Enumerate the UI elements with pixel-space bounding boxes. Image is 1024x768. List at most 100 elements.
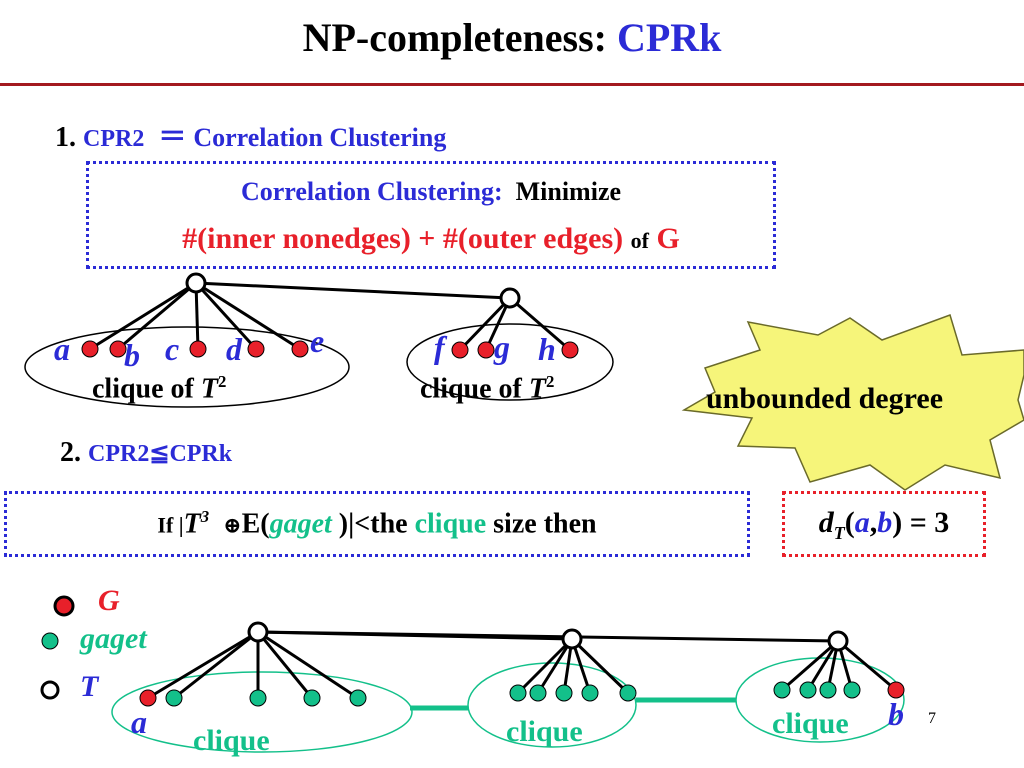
condition-e-open: E( — [241, 508, 270, 540]
distance-sub: T — [833, 523, 845, 543]
gaget-leaf — [843, 681, 861, 699]
gaget-clique-label-3: clique — [772, 707, 849, 740]
leaf-d — [247, 340, 265, 358]
label-d: d — [226, 331, 243, 367]
definition-box — [86, 161, 776, 269]
label-a: a — [54, 331, 70, 367]
distance-text: dT(a,b) = 3 — [782, 506, 986, 544]
distance-d: d — [818, 506, 834, 539]
label-g: g — [493, 329, 510, 365]
gaget-leaf — [619, 684, 637, 702]
gaget-clique-ellipse-2 — [467, 662, 637, 748]
gaget-leaf — [555, 684, 573, 702]
gaget-clique-label-2: clique — [506, 715, 583, 748]
legend-g-dot — [53, 595, 75, 617]
gaget-leaf — [581, 684, 599, 702]
leaf-h — [561, 341, 579, 359]
callout-text: unbounded degree — [706, 382, 944, 415]
gaget-leaf — [509, 684, 527, 702]
section-1-right: Correlation Clustering — [193, 123, 447, 152]
condition-size-then: size then — [486, 508, 597, 540]
distance-b: b — [877, 506, 893, 539]
condition-text: If |T3 ⊕E(gaget )|<the clique size then — [4, 507, 750, 540]
tree-2-label-b: b — [888, 696, 904, 732]
section-1-relation: ＝ — [158, 122, 187, 153]
gaget-leaf — [249, 689, 267, 707]
clique-label-left: clique of T2 — [92, 372, 226, 405]
section-2-number: 2. — [60, 437, 81, 468]
gaget-leaf — [529, 684, 547, 702]
page-number: 7 — [928, 710, 936, 727]
gaget-leaf — [773, 681, 791, 699]
legend-gaget-dot — [41, 632, 59, 650]
slide-title: NP-completeness: CPRk — [0, 14, 1024, 61]
clique-label-right-var: T — [528, 373, 546, 405]
tree-2-root — [247, 621, 269, 643]
clique-label-left-sup: 2 — [218, 372, 227, 391]
title-divider — [0, 83, 1024, 86]
definition-graph: G — [656, 222, 680, 255]
gaget-leaf — [303, 689, 321, 707]
section-1-heading: 1. CPR2 ＝ Correlation Clustering — [55, 115, 446, 155]
tree-2-leaf-b — [887, 681, 905, 699]
leaf-e — [291, 340, 309, 358]
leaf-c — [189, 340, 207, 358]
definition-objective: #(inner nonedges) + #(outer edges) — [182, 222, 624, 255]
condition-box — [4, 491, 750, 557]
section-2-left: CPR2 — [88, 441, 150, 467]
title-accent: CPRk — [616, 15, 722, 60]
clique-label-right-prefix: clique of — [420, 373, 529, 405]
section-2-heading: 2. CPR2≦CPRk — [60, 437, 232, 469]
gaget-clique-label-1: clique — [193, 724, 270, 757]
gaget-clique-ellipse-1 — [111, 671, 413, 753]
label-f: f — [434, 329, 448, 365]
condition-if: If | — [157, 512, 184, 538]
definition-of: of — [630, 228, 649, 253]
condition-t: T — [183, 508, 201, 540]
definition-line-1: Correlation Clustering: Minimize — [86, 177, 776, 207]
legend-t-dot — [40, 680, 60, 700]
section-1-left: CPR2 — [83, 126, 145, 152]
tree-1-edges — [89, 281, 571, 352]
gaget-leaf — [165, 689, 183, 707]
tree-2-label-a: a — [131, 704, 147, 740]
condition-sup: 3 — [200, 507, 210, 526]
tree-2-internal-node-1 — [561, 628, 583, 650]
section-2-right: CPRk — [169, 441, 233, 467]
label-b: b — [124, 337, 140, 373]
condition-the: the — [370, 508, 415, 540]
legend-gaget-label: gaget — [80, 622, 147, 655]
gaget-leaf — [349, 689, 367, 707]
clique-label-right-sup: 2 — [546, 372, 555, 391]
distance-comma: , — [869, 506, 878, 539]
clique-label-right: clique of T2 — [420, 372, 554, 405]
definition-line-2: #(inner nonedges) + #(outer edges) of G — [86, 222, 776, 256]
gaget-leaf — [799, 681, 817, 699]
condition-lt: < — [354, 508, 371, 540]
leaf-b — [109, 340, 127, 358]
section-1-number: 1. — [55, 122, 76, 153]
condition-clique: clique — [414, 508, 487, 540]
distance-box — [782, 491, 986, 557]
definition-verb: Minimize — [515, 177, 622, 206]
distance-close-eq: ) = 3 — [892, 506, 950, 539]
tree-2-internal-node-2 — [827, 630, 849, 652]
tree-2-leaf-a — [139, 689, 157, 707]
leaf-f — [451, 341, 469, 359]
legend-t-label: T — [80, 670, 99, 703]
gaget-leaf — [819, 681, 837, 699]
distance-open: ( — [844, 506, 855, 539]
definition-label: Correlation Clustering: — [240, 177, 503, 206]
title-main: NP-completeness: — [302, 15, 617, 60]
tree-1-internal-node — [499, 287, 521, 309]
label-h: h — [538, 331, 556, 367]
label-e: e — [310, 323, 324, 359]
leaf-a — [81, 340, 99, 358]
callout-starburst — [681, 314, 1024, 491]
section-2-relation: ≦ — [149, 441, 170, 467]
clique-ellipse-right — [406, 323, 614, 401]
leaf-g — [477, 341, 495, 359]
condition-close: )| — [331, 508, 355, 540]
distance-a: a — [854, 506, 870, 539]
